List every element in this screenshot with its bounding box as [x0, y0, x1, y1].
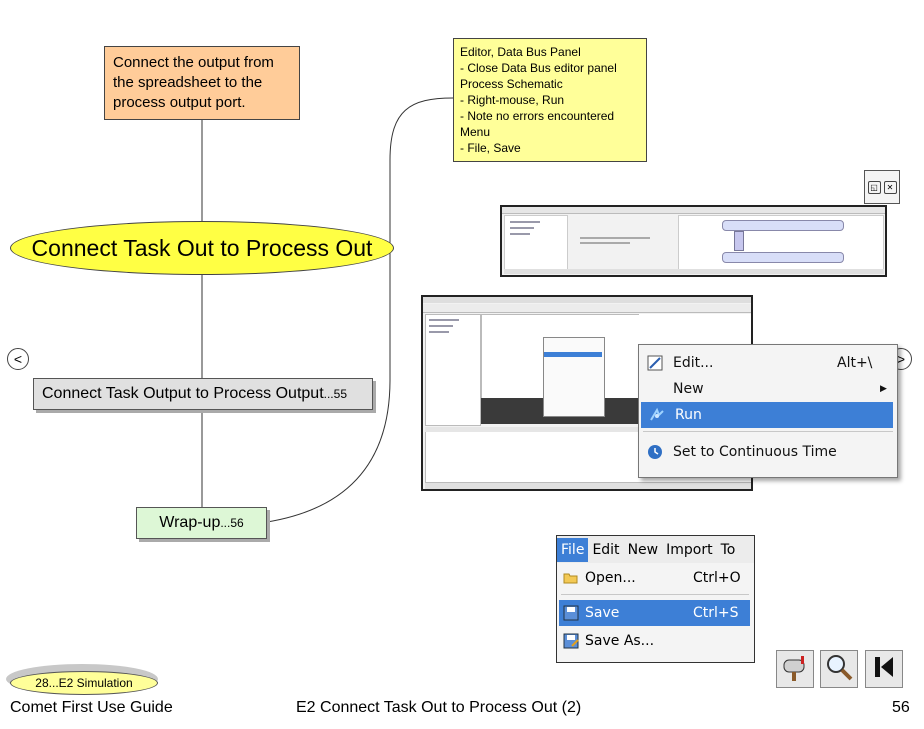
- note-line: Editor, Data Bus Panel: [460, 45, 581, 59]
- subtopic-label: Connect Task Output to Process Output: [42, 385, 324, 402]
- menu-item-edit[interactable]: Edit... Alt+\: [639, 350, 895, 376]
- back-link-button[interactable]: 28...E2 Simulation: [10, 671, 158, 695]
- menu-import[interactable]: Import: [666, 541, 713, 558]
- menu-item-save-as[interactable]: Save As...: [559, 628, 750, 654]
- mailbox-button[interactable]: [776, 650, 814, 688]
- instruction-note: Connect the output from the spreadsheet …: [104, 46, 300, 120]
- menu-bar: File Edit New Import To: [557, 536, 754, 563]
- note-line: - Right-mouse, Run: [460, 93, 565, 107]
- instruction-line-2: the spreadsheet to the: [113, 74, 263, 91]
- clock-icon: [647, 444, 663, 460]
- menu-new[interactable]: New: [627, 541, 659, 558]
- edit-icon: [647, 355, 663, 371]
- menu-item-new[interactable]: New ▶: [639, 376, 895, 402]
- instruction-line-1: Connect the output from: [113, 54, 274, 71]
- menu-item-open[interactable]: Open... Ctrl+O: [559, 565, 750, 591]
- subtopic-page-ref: ...55: [323, 387, 347, 401]
- menu-item-label: Save As...: [585, 633, 655, 649]
- search-icon: [824, 652, 854, 687]
- instruction-line-3: process output port.: [113, 94, 246, 111]
- footer-page-number: 56: [892, 699, 910, 716]
- restore-icon[interactable]: ◱: [867, 180, 881, 194]
- menu-item-label: Open...: [585, 570, 636, 586]
- submenu-arrow-icon: ▶: [880, 384, 887, 394]
- search-button[interactable]: [820, 650, 858, 688]
- wrap-up-link[interactable]: Wrap-up...56: [136, 507, 267, 539]
- context-menu: Edit... Alt+\ New ▶ Run Set to Continuou…: [638, 344, 898, 478]
- menu-edit[interactable]: Edit: [592, 541, 620, 558]
- skip-to-start-icon: [869, 652, 899, 687]
- subtopic-link[interactable]: Connect Task Output to Process Output...…: [33, 378, 373, 410]
- note-line: - File, Save: [460, 141, 521, 155]
- menu-item-label: Set to Continuous Time: [673, 444, 837, 460]
- menu-item-run[interactable]: Run: [641, 402, 893, 428]
- menu-item-label: Save: [585, 605, 620, 621]
- first-page-button[interactable]: [865, 650, 903, 688]
- panel-controls: ◱ ✕: [864, 170, 900, 204]
- note-line: - Note no errors encountered: [460, 109, 615, 123]
- next-arrow-icon: >: [896, 351, 906, 367]
- menu-separator: [561, 594, 749, 595]
- prev-page-button[interactable]: <: [7, 348, 29, 370]
- data-bus-panel-screenshot: [500, 205, 887, 277]
- main-topic: Connect Task Out to Process Out: [10, 221, 394, 275]
- menu-item-save[interactable]: Save Ctrl+S: [559, 600, 750, 626]
- menu-item-label: New: [673, 381, 704, 397]
- wrap-up-label: Wrap-up: [159, 514, 221, 531]
- run-icon: [649, 407, 665, 423]
- folder-open-icon: [563, 570, 579, 586]
- note-line: Process Schematic: [460, 77, 563, 91]
- menu-item-shortcut: Alt+\: [837, 355, 873, 371]
- note-line: Menu: [460, 125, 491, 139]
- prev-arrow-icon: <: [13, 351, 23, 367]
- menu-item-shortcut: Ctrl+S: [693, 605, 739, 621]
- note-line: - Close Data Bus editor panel: [460, 61, 617, 75]
- menu-item-label: Run: [675, 407, 702, 423]
- file-menu: File Edit New Import To Open... Ctrl+O S…: [556, 535, 755, 663]
- menu-item-continuous-time[interactable]: Set to Continuous Time: [639, 439, 895, 465]
- save-as-icon: [563, 633, 579, 649]
- back-link-label: 28...E2 Simulation: [35, 676, 133, 690]
- footer-guide-title: Comet First Use Guide: [10, 699, 173, 716]
- wrap-up-page-ref: ...56: [220, 516, 244, 530]
- menu-separator: [643, 431, 893, 432]
- menu-item-label: Edit...: [673, 355, 714, 371]
- menu-item-shortcut: Ctrl+O: [693, 570, 741, 586]
- main-topic-label: Connect Task Out to Process Out: [31, 234, 373, 261]
- menu-tools[interactable]: To: [720, 541, 736, 558]
- close-icon[interactable]: ✕: [883, 180, 897, 194]
- menu-file[interactable]: File: [557, 537, 589, 562]
- footer-page-title: E2 Connect Task Out to Process Out (2): [296, 699, 582, 716]
- mailbox-icon: [780, 652, 810, 687]
- steps-note: Editor, Data Bus Panel - Close Data Bus …: [453, 38, 647, 162]
- save-icon: [563, 605, 579, 621]
